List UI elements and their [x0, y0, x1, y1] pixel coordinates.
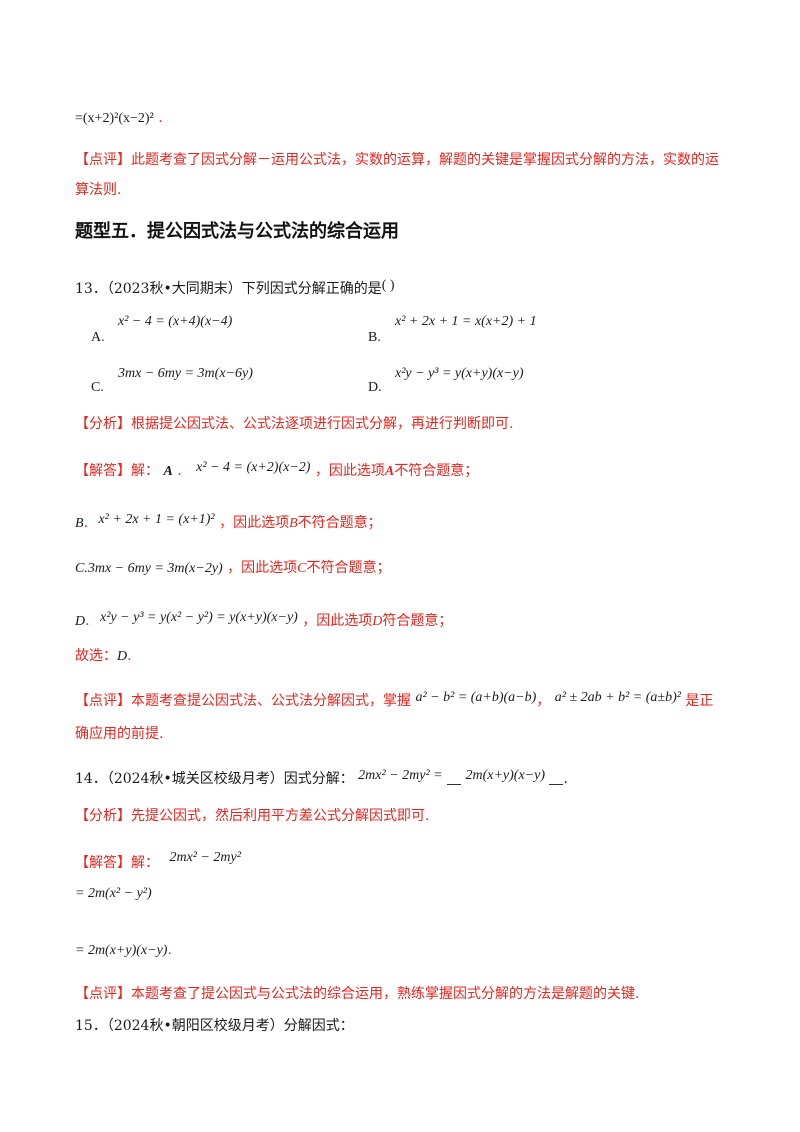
q14-answer-lead: 解：: [131, 855, 159, 871]
q13-answer-line-c: C.3mx − 6my = 3m(x−2y) ，因此选项C不符合题意；: [75, 558, 391, 579]
q13-option-a-expr: x² − 4 = (x+4)(x−4): [118, 314, 233, 329]
q13-option-d-expr: x²y − y³ = y(x+y)(x−y): [395, 366, 524, 381]
q13-choose-line: 故选：D.: [75, 648, 132, 664]
q13-answer-line-d: D. x²y − y³ = y(x² − y²) = y(x+y)(x−y) ，…: [75, 610, 453, 629]
q14-stem-text: 14．（2024秋•城关区校级月考）因式分解：: [75, 771, 354, 787]
q14-step-2: = 2m(x² − y²): [75, 886, 152, 901]
q14-analysis-tag: 【分析】: [75, 808, 131, 824]
q14-blank-left: [447, 770, 462, 785]
q13-answer-lead: 解：: [131, 463, 159, 479]
q14-stem: 14．（2024秋•城关区校级月考）因式分解： 2mx² − 2my² = 2m…: [75, 768, 568, 787]
q13-line-d-expr: x²y − y³ = y(x² − y²) = y(x+y)(x−y): [100, 610, 298, 625]
q14-answer-tag: 【解答】: [75, 855, 131, 871]
q14-review: 【点评】本题考查了提公因式与公式法的综合运用，熟练掌握因式分解的方法是解题的关键…: [75, 984, 639, 1004]
q13-analysis-tag: 【分析】: [75, 416, 131, 432]
q13-option-c-expr: 3mx − 6my = 3m(x−6y): [118, 366, 253, 381]
q13-line-c-expr: 3mx − 6my = 3m(x−2y): [87, 561, 223, 576]
q13-review-c: 确应用的前提.: [75, 726, 164, 742]
q13-line-b-expr: x² + 2x + 1 = (x+1)²: [98, 512, 215, 527]
review-1-tag: 【点评】: [75, 152, 131, 168]
q13-analysis-text: 根据提公因式法、公式法逐项进行因式分解，再进行判断即可.: [131, 416, 514, 432]
section-title: 题型五．提公因式法与公式法的综合运用: [75, 221, 399, 242]
q13-review-line-a: 【点评】本题考查提公因式法、公式法分解因式，掌握 a² − b² = (a+b)…: [75, 690, 714, 709]
q13-line-c-text-a: ，因此选项: [227, 560, 298, 576]
review-1-line-a: 【点评】此题考查了因式分解－运用公式法，实数的运算，解题的关键是掌握因式分解的方…: [75, 150, 719, 170]
q13-option-c-label: C.: [91, 380, 104, 395]
q13-line-a-prefix: A: [163, 464, 173, 479]
q14-blank-right: [549, 770, 564, 785]
q13-review-a: 本题考查提公因式法、公式法分解因式，掌握: [131, 693, 411, 709]
q13-answer-line-a: 【解答】解： A . x² − 4 = (x+2)(x−2) ，因此选项A不符合…: [75, 460, 479, 479]
q13-line-d-text-a: ，因此选项: [302, 613, 373, 629]
q13-analysis: 【分析】根据提公因式法、公式法逐项进行因式分解，再进行判断即可.: [75, 414, 513, 434]
q13-option-b-label: B.: [368, 330, 381, 345]
q13-review-f1: a² − b² = (a+b)(a−b): [415, 690, 537, 705]
q13-paren: ( ): [381, 278, 395, 293]
top-result-expr: =(x+2)²(x−2)²: [75, 111, 154, 126]
q13-line-d-prefix: D: [75, 614, 86, 629]
q13-answer-line-b: B. x² + 2x + 1 = (x+1)² ，因此选项B不符合题意；: [75, 512, 382, 531]
q13-line-d-opt: D: [372, 614, 383, 629]
q13-line-a-text-b: 不符合题意；: [394, 463, 479, 479]
q13-line-a-text-a: ，因此选项: [314, 463, 385, 479]
top-result-line: =(x+2)²(x−2)² .: [75, 108, 163, 129]
q14-review-text: 本题考查了提公因式与公式法的综合运用，熟练掌握因式分解的方法是解题的关键.: [131, 986, 640, 1002]
q13-stem: 13．（2023秋•大同期末）下列因式分解正确的是( ): [75, 276, 395, 299]
q13-option-a-label: A.: [91, 330, 105, 345]
q14-step-3-line: = 2m(x+y)(x−y).: [75, 942, 172, 958]
q13-line-c-prefix: C.: [75, 561, 88, 576]
q14-step-3: = 2m(x+y)(x−y): [75, 943, 168, 958]
q13-line-b-opt: B: [289, 516, 298, 531]
q13-line-a-opt: A: [384, 464, 395, 479]
q13-line-d-text-b: 符合题意；: [382, 613, 453, 629]
review-1-text-a: 此题考查了因式分解－运用公式法，实数的运算，解题的关键是掌握因式分解的方法，实数…: [131, 152, 719, 168]
q13-option-b-expr: x² + 2x + 1 = x(x+2) + 1: [395, 314, 537, 329]
q13-line-b-text-a: ，因此选项: [219, 515, 290, 531]
q15-stem: 15．（2024秋•朝阳区校级月考）分解因式：: [75, 1018, 354, 1034]
q14-step-1: 2mx² − 2my²: [169, 850, 241, 865]
q14-analysis: 【分析】先提公因式，然后利用平方差公式分解因式即可.: [75, 806, 429, 826]
q14-answer-line: 【解答】解： 2mx² − 2my²: [75, 848, 241, 873]
q13-line-a-expr: x² − 4 = (x+2)(x−2): [196, 460, 311, 475]
q14-analysis-text: 先提公因式，然后利用平方差公式分解因式即可.: [131, 808, 430, 824]
q13-choose-text: 故选：: [75, 648, 117, 664]
q14-answer: 2m(x+y)(x−y): [465, 768, 546, 783]
q13-line-b-text-b: 不符合题意；: [297, 515, 382, 531]
review-1-text-b: 算法则.: [75, 182, 122, 198]
q13-review-line-b: 确应用的前提.: [75, 724, 163, 744]
q13-line-c-text-b: 不符合题意；: [306, 560, 391, 576]
review-1-line-b: 算法则.: [75, 180, 121, 200]
q13-choose-value: D: [117, 649, 128, 664]
q13-option-d-label: D.: [368, 380, 382, 395]
q13-review-f2: a² ± 2ab + b² = (a±b)²: [554, 690, 681, 705]
top-result-period: .: [158, 110, 163, 126]
q13-line-b-prefix: B: [75, 516, 84, 531]
q14-review-tag: 【点评】: [75, 986, 131, 1002]
q13-review-b: 是正: [685, 693, 714, 709]
q13-line-c-opt: C: [297, 561, 307, 576]
q14-expr: 2mx² − 2my² =: [358, 768, 443, 783]
q13-review-tag: 【点评】: [75, 693, 131, 709]
q13-stem-text: 13．（2023秋•大同期末）下列因式分解正确的是: [75, 281, 382, 297]
q13-answer-tag: 【解答】: [75, 463, 131, 479]
